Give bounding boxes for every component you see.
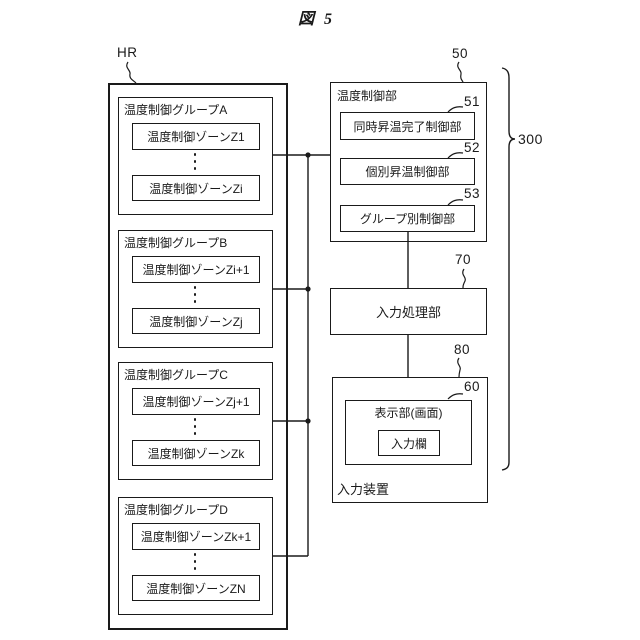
group-b-label: 温度制御グループB <box>124 236 228 250</box>
ref-numeral-53: 53 <box>464 186 481 201</box>
ref-numeral-50: 50 <box>452 46 469 61</box>
group-c-label: 温度制御グループC <box>124 368 228 382</box>
junction-dot-b <box>305 286 311 292</box>
group-a-zone-bottom: 温度制御ゾーンZi <box>132 175 260 201</box>
leader-squiggle-50 <box>457 61 464 83</box>
junction-dot-a <box>305 152 311 158</box>
group-d-ellipsis <box>193 553 197 570</box>
group-c-zone-top: 温度制御ゾーンZj+1 <box>132 388 260 415</box>
junction-dot-c <box>305 418 311 424</box>
group-a-label: 温度制御グループA <box>124 103 228 117</box>
hr-ref-label: HR <box>117 45 138 60</box>
individual-rise-control-box: 個別昇温制御部 <box>340 158 475 185</box>
ref-numeral-80: 80 <box>454 342 471 357</box>
ref-numeral-70: 70 <box>455 252 472 267</box>
group-b-zone-bottom: 温度制御ゾーンZj <box>132 308 260 334</box>
ref-numeral-52: 52 <box>464 140 481 155</box>
per-group-control-box: グループ別制御部 <box>340 205 475 232</box>
ref-numeral-51: 51 <box>464 94 481 109</box>
group-d-zone-top: 温度制御ゾーンZk+1 <box>132 523 260 550</box>
group-d-zone-bottom: 温度制御ゾーンZN <box>132 575 260 601</box>
input-field-box: 入力欄 <box>378 430 440 456</box>
group-a-ellipsis <box>193 153 197 170</box>
leader-squiggle-70 <box>462 268 466 289</box>
ref-numeral-60: 60 <box>464 379 481 394</box>
ref-numeral-300: 300 <box>518 131 543 147</box>
group-b-ellipsis <box>193 286 197 303</box>
display-label: 表示部(画面) <box>374 406 443 420</box>
group-c-ellipsis <box>193 418 197 435</box>
simultaneous-rise-complete-control-box: 同時昇温完了制御部 <box>340 112 475 140</box>
input-device-label: 入力装置 <box>337 482 390 497</box>
hr-leader-squiggle <box>126 61 137 84</box>
group-c-zone-bottom: 温度制御ゾーンZk <box>132 440 260 466</box>
temp-controller-label: 温度制御部 <box>337 89 398 103</box>
group-b-zone-top: 温度制御ゾーンZi+1 <box>132 256 260 283</box>
figure-title: 図 5 <box>297 11 332 28</box>
leader-squiggle-80 <box>457 357 461 378</box>
group-a-zone-top: 温度制御ゾーンZ1 <box>132 123 260 150</box>
group-d-label: 温度制御グループD <box>124 503 228 517</box>
input-processing-box: 入力処理部 <box>330 288 487 335</box>
brace-300 <box>501 67 516 471</box>
